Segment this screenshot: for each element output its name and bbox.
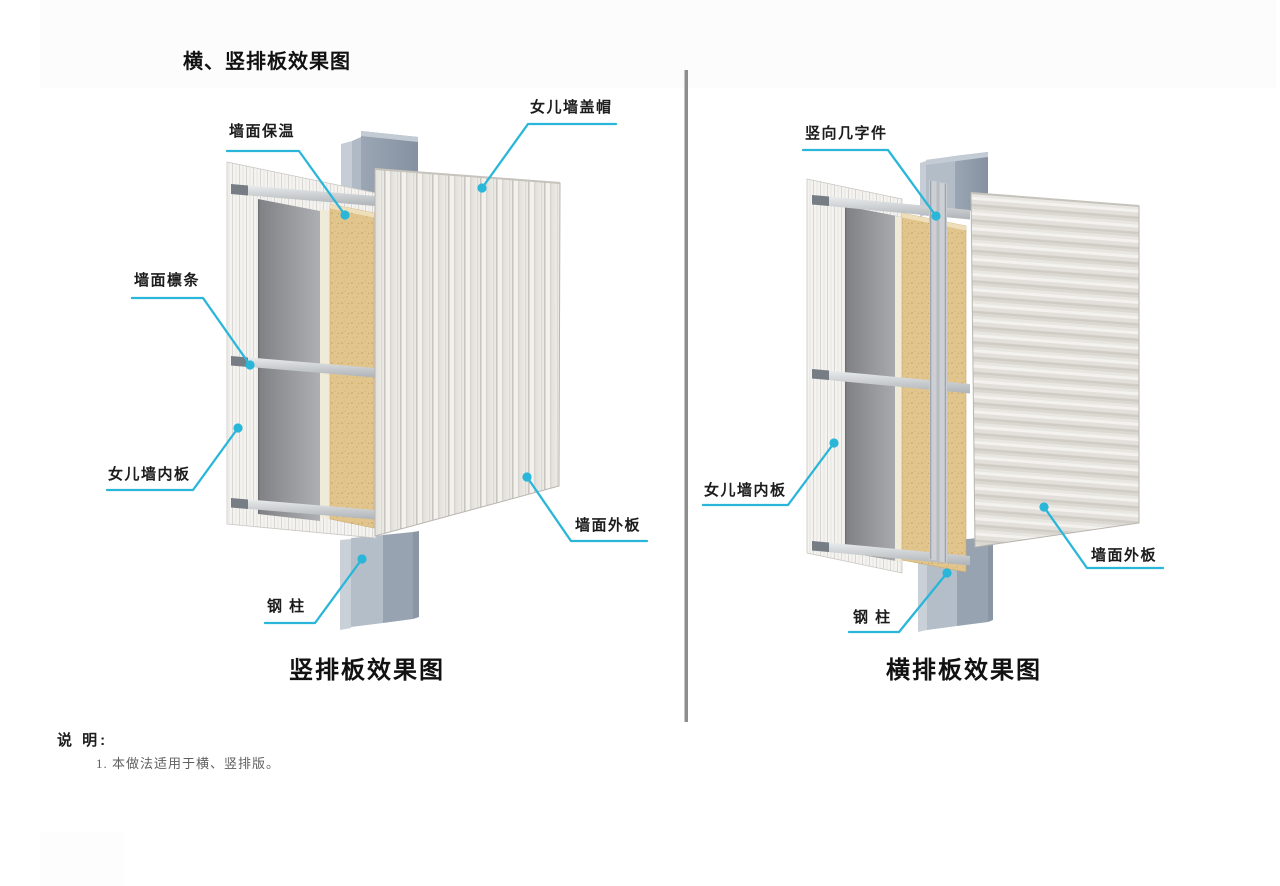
leader-dot [340,210,350,220]
steel-column-bottom [340,531,419,630]
leader-dot [829,438,839,448]
leader-dot [522,472,532,482]
wall-purlins [231,184,375,520]
label-steel-column-left: 钢 柱 [267,598,306,615]
leader-dot [357,554,367,564]
left-diagram-illustration [226,131,561,630]
notes-heading: 说 明: [57,732,109,749]
leader-lines [105,122,1165,634]
label-parapet-cap: 女儿墙盖帽 [530,99,613,116]
leader-parapet-cap [480,122,618,190]
label-parapet-inner-left: 女儿墙内板 [108,466,191,483]
label-outer-panel-left: 墙面外板 [575,517,642,534]
leader-wall-insulation [225,149,347,217]
leader-dot [245,360,255,370]
label-steel-column-right: 钢 柱 [853,609,892,626]
leader-steel-column-left [263,557,364,625]
label-wall-purlin: 墙面檩条 [134,272,201,289]
caption-vertical-layout: 竖排板效果图 [289,658,445,684]
inner-liner-panel [258,199,320,521]
scan-shade-top [40,0,1276,88]
leader-dots [233,183,1049,578]
divider-line [684,70,688,722]
outer-panel-vertical-ribs [374,168,561,537]
leader-hat-channel [801,148,938,218]
right-diagram-illustration [806,152,1140,632]
leader-outer-panel-right [1042,505,1165,570]
scan-shade-bottom [40,832,124,886]
page-title: 横、竖排板效果图 [183,51,351,73]
leader-parapet-inner-right [701,441,836,507]
leader-dot [942,568,952,578]
label-wall-insulation: 墙面保温 [229,123,296,140]
label-outer-panel-right: 墙面外板 [1091,547,1158,564]
leader-dot [1039,502,1049,512]
label-parapet-inner-right: 女儿墙内板 [704,482,787,499]
outer-panel-horizontal-ribs [970,192,1140,548]
hat-channel-rail [929,180,947,563]
insulation-edge [895,216,902,562]
leader-steel-column-right [847,571,949,634]
caption-horizontal-layout: 横排板效果图 [886,658,1042,684]
leader-dot [233,423,243,433]
insulation-layer [329,203,375,529]
leader-outer-panel-left [525,475,649,543]
leader-wall-purlin [130,296,252,367]
label-hat-channel: 竖向几字件 [805,125,888,142]
leader-dot [477,183,487,193]
leader-dot [931,211,941,221]
notes-item: 1. 本做法适用于横、竖排版。 [96,756,281,771]
leader-parapet-inner-left [105,426,240,492]
